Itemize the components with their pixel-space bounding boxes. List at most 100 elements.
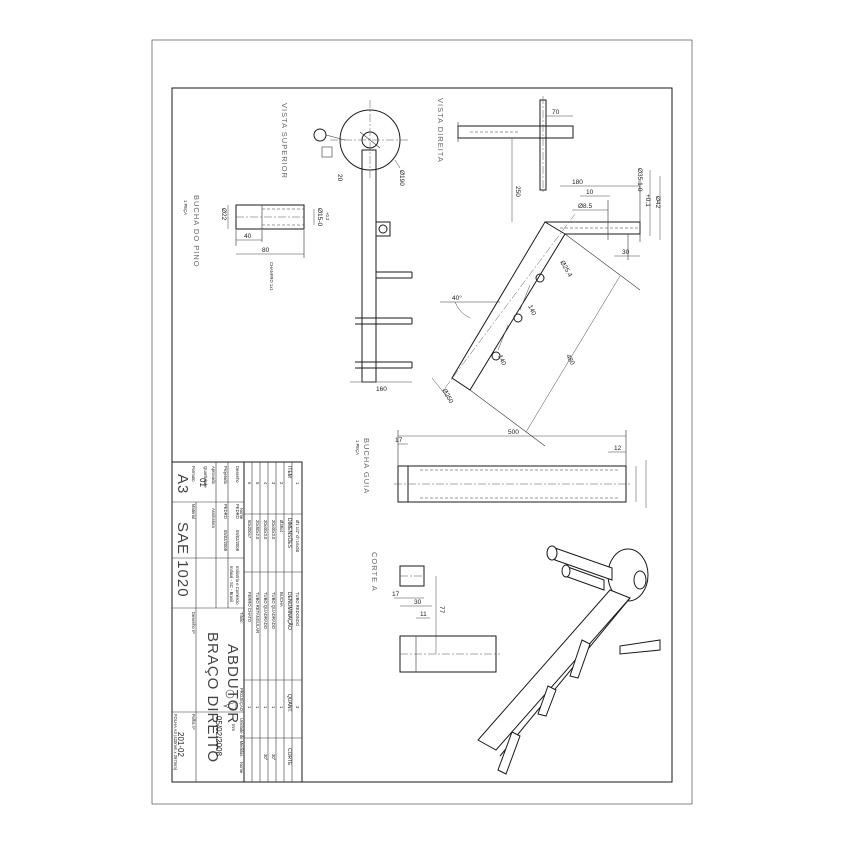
sheet-border (151, 39, 693, 805)
col-qty: QUANT. (286, 694, 292, 712)
company-location: Indaial - SC - Brasil (229, 566, 234, 602)
chamfer-note: CHANFRO 1x1 (269, 262, 274, 291)
company-name: Indústria e Comércio (235, 566, 240, 605)
table-row: 2 Ø38x4 BUCHA 1 (279, 482, 284, 709)
date-value: 05/02/2008 (214, 716, 223, 757)
approved-by: PEDRO (223, 504, 228, 520)
dim-25-4: Ø25.4 (558, 260, 573, 279)
svg-text:Ø1 1/2" ch 16x50: Ø1 1/2" ch 16x50 (295, 520, 300, 553)
name-label: Nome (239, 508, 244, 520)
right-view-label: VISTA DIREITA (436, 98, 445, 163)
col-cut: CORTE (286, 748, 292, 766)
drawn-label: Desenho (235, 466, 240, 483)
svg-text:1: 1 (263, 706, 268, 709)
format-value: A3 (174, 474, 191, 494)
svg-text:TUBO QUADRADO: TUBO QUADRADO (271, 592, 276, 630)
svg-text:3: 3 (271, 482, 276, 485)
dim-17: 17 (395, 437, 403, 444)
pin-bushing-sub: 1 PEÇA (183, 200, 188, 215)
drawing-number-label: Desenho nº (191, 612, 196, 634)
svg-text:6: 6 (247, 482, 252, 485)
svg-text:2: 2 (279, 482, 284, 485)
approved-label: Aprovado (211, 466, 216, 485)
dim-160: 160 (376, 386, 387, 393)
quantity-value: 01 (198, 478, 207, 487)
unit-value: mm (231, 724, 236, 731)
svg-text:TUBO REDONDO: TUBO REDONDO (295, 592, 300, 627)
rev-date-2: 05/02/2008 (223, 530, 228, 552)
material-label: Material (191, 504, 196, 519)
svg-text:20x50x2.0: 20x50x2.0 (255, 520, 260, 540)
dim-70: 70 (552, 109, 560, 116)
signature-label: Assinatura (211, 508, 216, 528)
svg-text:30°: 30° (271, 754, 276, 761)
svg-text:1: 1 (255, 706, 260, 709)
sheet-info: FOLHA A3 (420mm x 297mm) (173, 714, 178, 771)
arm-hole-3 (491, 351, 501, 361)
right-arm (451, 221, 566, 391)
guide-bushing-label: BUCHA GUIA (362, 438, 371, 494)
table-row: 1 Ø1 1/2" ch 16x50 TUBO REDONDO 3 (295, 482, 300, 709)
angle-40: 40° (452, 294, 462, 302)
svg-text:20x40x3.0: 20x40x3.0 (271, 520, 276, 540)
guide-bushing-view: BUCHA GUIA 1 PEÇA 500 17 12 (355, 429, 647, 508)
quantity-label: Quantidade (203, 466, 208, 488)
projection-label: PROJEÇÃO (239, 688, 244, 712)
material-value: SAE 1020 (174, 522, 191, 598)
svg-text:3: 3 (295, 706, 300, 709)
unit-label: Unidade de Medidas (239, 718, 244, 756)
dim-17-b: 17 (392, 591, 400, 598)
dim-42: Ø42 (654, 196, 661, 209)
table-row: 6 50x200x7 FERRO CHATO 1 (247, 482, 252, 709)
table-row: 4 20x40x3.0 TUBO QUADRADO 1 30° (263, 482, 268, 761)
section-a-label: CORTE A (370, 552, 379, 592)
dim-77: 77 (438, 606, 445, 614)
svg-text:1: 1 (247, 706, 252, 709)
svg-text:1: 1 (271, 706, 276, 709)
col-name: DENOMINAÇÃO (286, 592, 293, 630)
drawing-frame (171, 87, 673, 783)
guide-bushing-sub: 1 PEÇA (355, 440, 360, 455)
dim-35: Ø35.1-0 (636, 168, 643, 192)
drawing-number: 201-02 (176, 732, 185, 757)
dim-180: 180 (572, 179, 583, 186)
isometric-view (477, 545, 661, 775)
dim-40: 40 (244, 233, 252, 240)
table-row: 5 20x50x2.0 TUBO RETANGULAR 1 (255, 482, 260, 709)
top-view: VISTA SUPERIOR 160 Ø190 20 (280, 100, 413, 393)
iso-arm (477, 589, 631, 751)
svg-text:TUBO QUADRADO: TUBO QUADRADO (263, 592, 268, 630)
table-row: 3 20x40x3.0 TUBO QUADRADO 1 30° (271, 482, 276, 761)
title-line-2: BRAÇO DIREITO (204, 632, 221, 763)
title-block: ITEM DIMENSÕES DENOMINAÇÃO QUANT. CORTE … (171, 461, 303, 783)
rev-date-1: 05/02/2008 (235, 530, 240, 552)
dim-12: 12 (614, 445, 622, 452)
section-a-view: CORTE A 17 30 11 77 (370, 552, 500, 673)
svg-text:BUCHA: BUCHA (279, 592, 284, 607)
dim-8-5: Ø8.5 (578, 203, 592, 210)
dim-480: 480 (564, 354, 576, 367)
drawn-by: PEDRO (235, 504, 240, 520)
dim-11: 11 (420, 611, 427, 618)
top-view-label: VISTA SUPERIOR (280, 103, 289, 179)
dim-500: 500 (508, 429, 519, 436)
svg-text:5: 5 (255, 482, 260, 485)
svg-text:1: 1 (279, 706, 284, 709)
nome-label: Nome (239, 762, 244, 774)
pin-circle (313, 128, 327, 142)
dim-tol-01: +0.1 (644, 194, 651, 207)
svg-text:4: 4 (263, 482, 268, 485)
dim-tol-02: +0.2 (325, 212, 330, 221)
folha-label: Folha nº (191, 714, 196, 730)
col-dim: DIMENSÕES (286, 518, 293, 549)
title-line-1: ABDUTOR (224, 644, 241, 724)
pin-bushing-view: BUCHA DO PINO 1 PEÇA 40 80 Ø22 Ø15-0 +0.… (183, 195, 330, 291)
dim-20: 20 (336, 174, 343, 182)
arm-hole-2 (513, 313, 523, 323)
dim-250: 250 (514, 186, 521, 197)
dim-140-a: 140 (526, 304, 537, 317)
svg-text:FERRO CHATO: FERRO CHATO (247, 592, 252, 623)
dim-250-b: Ø250 (440, 388, 454, 406)
dim-30-b: 30 (414, 599, 422, 606)
projection-symbol-icon (225, 689, 235, 699)
